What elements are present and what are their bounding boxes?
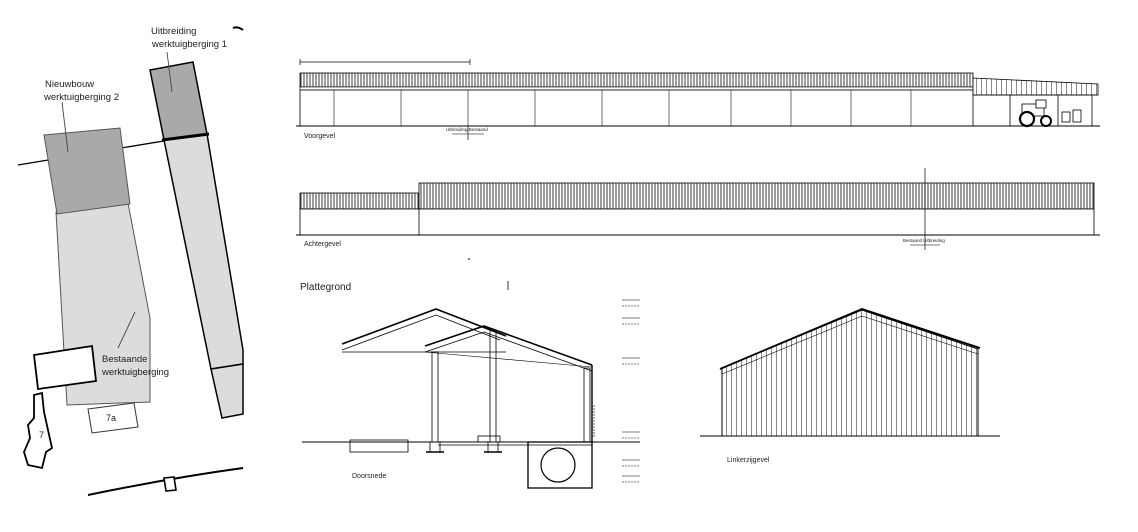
label-house-7a: 7a: [106, 413, 116, 423]
label-existing-line2: werktuigberging: [101, 367, 169, 378]
long-existing-hall: [163, 133, 244, 370]
implement-icon: [1061, 109, 1082, 123]
rear-roof-low: [299, 192, 420, 210]
canopy-roof: [972, 77, 1099, 96]
label-house-7: 7: [39, 430, 44, 440]
side-elevation: [700, 308, 1000, 437]
tractor-icon: [1018, 99, 1052, 128]
label-new-line1: Nieuwbouw: [45, 79, 94, 90]
leader-extension-1: [166, 51, 173, 93]
new-storage-building-2: [43, 127, 131, 215]
rear-roof-high: [418, 182, 1095, 210]
leader-existing: [117, 311, 136, 349]
site-boundary-top: [232, 26, 244, 31]
side-elevation-title: Linkerzijgevel: [727, 457, 770, 464]
gate-post: [163, 476, 177, 492]
hall-tail: [210, 363, 244, 419]
hall-divider: [161, 132, 210, 142]
rear-elevation: Bestaand Uitbreiding Achtergevel: [296, 168, 1100, 260]
front-section-marker: Uitbreiding Bestaand: [446, 127, 488, 132]
site-plan: Uitbreiding werktuigberging 1 Nieuwbouw we…: [17, 26, 244, 496]
house-7: [23, 391, 54, 470]
front-elevation: Uitbreiding Bestaand Voorgevel: [296, 59, 1100, 140]
rear-elevation-title: Achtergevel: [304, 241, 341, 248]
label-existing-line1: Bestaande: [102, 354, 147, 365]
leader-new-2: [61, 101, 69, 153]
label-new-line2: werktuigberging 2: [43, 92, 119, 103]
section-title: Doorsnede: [352, 473, 386, 480]
label-extension-line1: Uitbreiding: [151, 26, 196, 37]
extension-storage-building-1: [149, 61, 208, 141]
front-wall: [299, 89, 974, 127]
cross-section: [302, 299, 640, 489]
side-gable-wall: [721, 309, 979, 437]
plan-title: Plattegrond: [300, 282, 351, 293]
house-block: [33, 344, 97, 391]
front-elevation-title: Voorgevel: [304, 133, 336, 140]
front-roof-band: [299, 72, 974, 88]
label-extension-line2: werktuigberging 1: [151, 39, 227, 50]
house-7a: [87, 402, 139, 434]
rear-section-marker: Bestaand Uitbreiding: [903, 238, 945, 243]
